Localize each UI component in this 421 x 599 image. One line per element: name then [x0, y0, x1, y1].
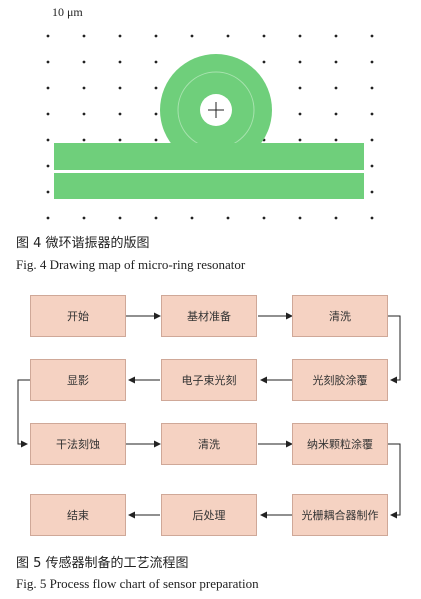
- grid-dot: [118, 138, 122, 142]
- grid-dot: [370, 138, 374, 142]
- grid-dot: [82, 86, 86, 90]
- grid-dot: [298, 86, 302, 90]
- step-post-processing: 后处理: [161, 494, 257, 536]
- step-resist-coating: 光刻胶涂覆: [292, 359, 388, 401]
- grid-dot: [334, 138, 338, 142]
- grid-dot: [370, 164, 374, 168]
- grid-dot: [334, 216, 338, 220]
- arrow-9-10: [388, 443, 401, 519]
- grid-dot: [334, 60, 338, 64]
- grid-dot: [82, 34, 86, 38]
- figure-5-caption-cn: 图 5 传感器制备的工艺流程图: [16, 556, 189, 571]
- grid-dot: [46, 164, 50, 168]
- grid-dot: [334, 112, 338, 116]
- grid-dot: [298, 216, 302, 220]
- grid-dot: [82, 112, 86, 116]
- grid-dot: [262, 60, 266, 64]
- grid-dot: [154, 60, 158, 64]
- grid-dot: [82, 60, 86, 64]
- grid-dot: [46, 112, 50, 116]
- step-ebl: 电子束光刻: [161, 359, 257, 401]
- grid-dot: [154, 86, 158, 90]
- grid-dot: [226, 216, 230, 220]
- grid-dot: [370, 34, 374, 38]
- grid-dot: [46, 190, 50, 194]
- grid-dot: [370, 190, 374, 194]
- step-nanoparticle-coating: 纳米颗粒涂覆: [292, 423, 388, 465]
- grid-dot: [190, 216, 194, 220]
- step-develop: 显影: [30, 359, 126, 401]
- grid-dot: [118, 34, 122, 38]
- grid-dot: [298, 138, 302, 142]
- step-substrate-prep: 基材准备: [161, 295, 257, 337]
- grid-dot: [46, 60, 50, 64]
- grid-dot: [118, 86, 122, 90]
- grid-dot: [82, 138, 86, 142]
- grid-dot: [190, 34, 194, 38]
- grid-dot: [118, 112, 122, 116]
- grid-dot: [370, 216, 374, 220]
- arrow-6-7: [17, 379, 30, 448]
- grid-dot: [262, 216, 266, 220]
- step-end: 结束: [30, 494, 126, 536]
- grid-dot: [298, 112, 302, 116]
- figure-4-caption-cn: 图 4 微环谐振器的版图: [16, 236, 150, 251]
- figure-4-caption-en: Fig. 4 Drawing map of micro-ring resonat…: [16, 257, 246, 272]
- grid-dot: [226, 34, 230, 38]
- grid-dot: [334, 86, 338, 90]
- grid-dot: [46, 216, 50, 220]
- grid-dot: [154, 138, 158, 142]
- step-cleaning-2: 清洗: [161, 423, 257, 465]
- bus-waveguide-lower: [54, 173, 364, 199]
- grid-dot: [298, 60, 302, 64]
- step-cleaning-1: 清洗: [292, 295, 388, 337]
- grid-dot: [46, 138, 50, 142]
- arrow-3-4: [388, 315, 401, 384]
- grid-dot: [154, 34, 158, 38]
- grid-dot: [46, 34, 50, 38]
- grid-dot: [262, 34, 266, 38]
- step-grating-coupler: 光栅耦合器制作: [292, 494, 388, 536]
- grid-dot: [370, 112, 374, 116]
- figure-5-caption-en: Fig. 5 Process flow chart of sensor prep…: [16, 576, 259, 591]
- grid-dot: [154, 216, 158, 220]
- grid-dot: [370, 86, 374, 90]
- grid-dot: [154, 112, 158, 116]
- bus-waveguide-upper: [54, 143, 364, 170]
- grid-dot: [118, 60, 122, 64]
- grid-dot: [118, 216, 122, 220]
- step-dry-etch: 干法刻蚀: [30, 423, 126, 465]
- figure-4: 10 μm: [0, 0, 421, 230]
- step-start: 开始: [30, 295, 126, 337]
- ring-resonator-diagram: [46, 34, 374, 220]
- grid-dot: [82, 216, 86, 220]
- scale-label: 10 μm: [52, 5, 83, 19]
- grid-dot: [46, 86, 50, 90]
- grid-dot: [370, 60, 374, 64]
- grid-dot: [334, 34, 338, 38]
- grid-dot: [298, 34, 302, 38]
